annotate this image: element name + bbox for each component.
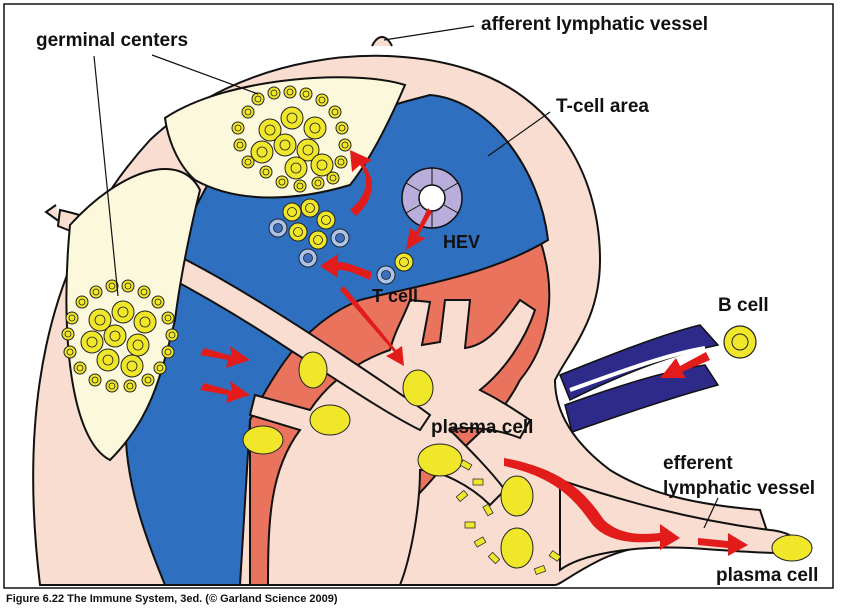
- label-plasma-cell-center: plasma cell: [431, 417, 533, 438]
- hev-vessel: [401, 167, 463, 229]
- vein-stripe: [569, 346, 706, 392]
- label-germinal-centers: germinal centers: [36, 30, 188, 51]
- plasma-cells-medulla: [242, 351, 534, 569]
- label-hev: HEV: [443, 232, 480, 252]
- figure-caption: Figure 6.22 The Immune System, 3ed. (© G…: [6, 593, 338, 605]
- label-efferent: efferent: [663, 453, 733, 474]
- migration-arrows: [200, 150, 748, 556]
- label-lymphatic-vessel: lymphatic vessel: [663, 478, 815, 499]
- b-cell: [723, 325, 757, 359]
- label-t-cell: T cell: [372, 286, 418, 306]
- trabecula-tip: [44, 204, 61, 223]
- label-afferent-lymphatic-vessel: afferent lymphatic vessel: [481, 14, 708, 35]
- vein-lower: [564, 364, 720, 433]
- medullary-cords: [248, 298, 537, 586]
- label-plasma-cell-right: plasma cell: [716, 565, 818, 586]
- plasma-cell-exiting: [771, 534, 813, 562]
- label-b-cell: B cell: [718, 295, 769, 316]
- leader-lines: [93, 25, 719, 529]
- label-t-cell-area: T-cell area: [556, 96, 649, 117]
